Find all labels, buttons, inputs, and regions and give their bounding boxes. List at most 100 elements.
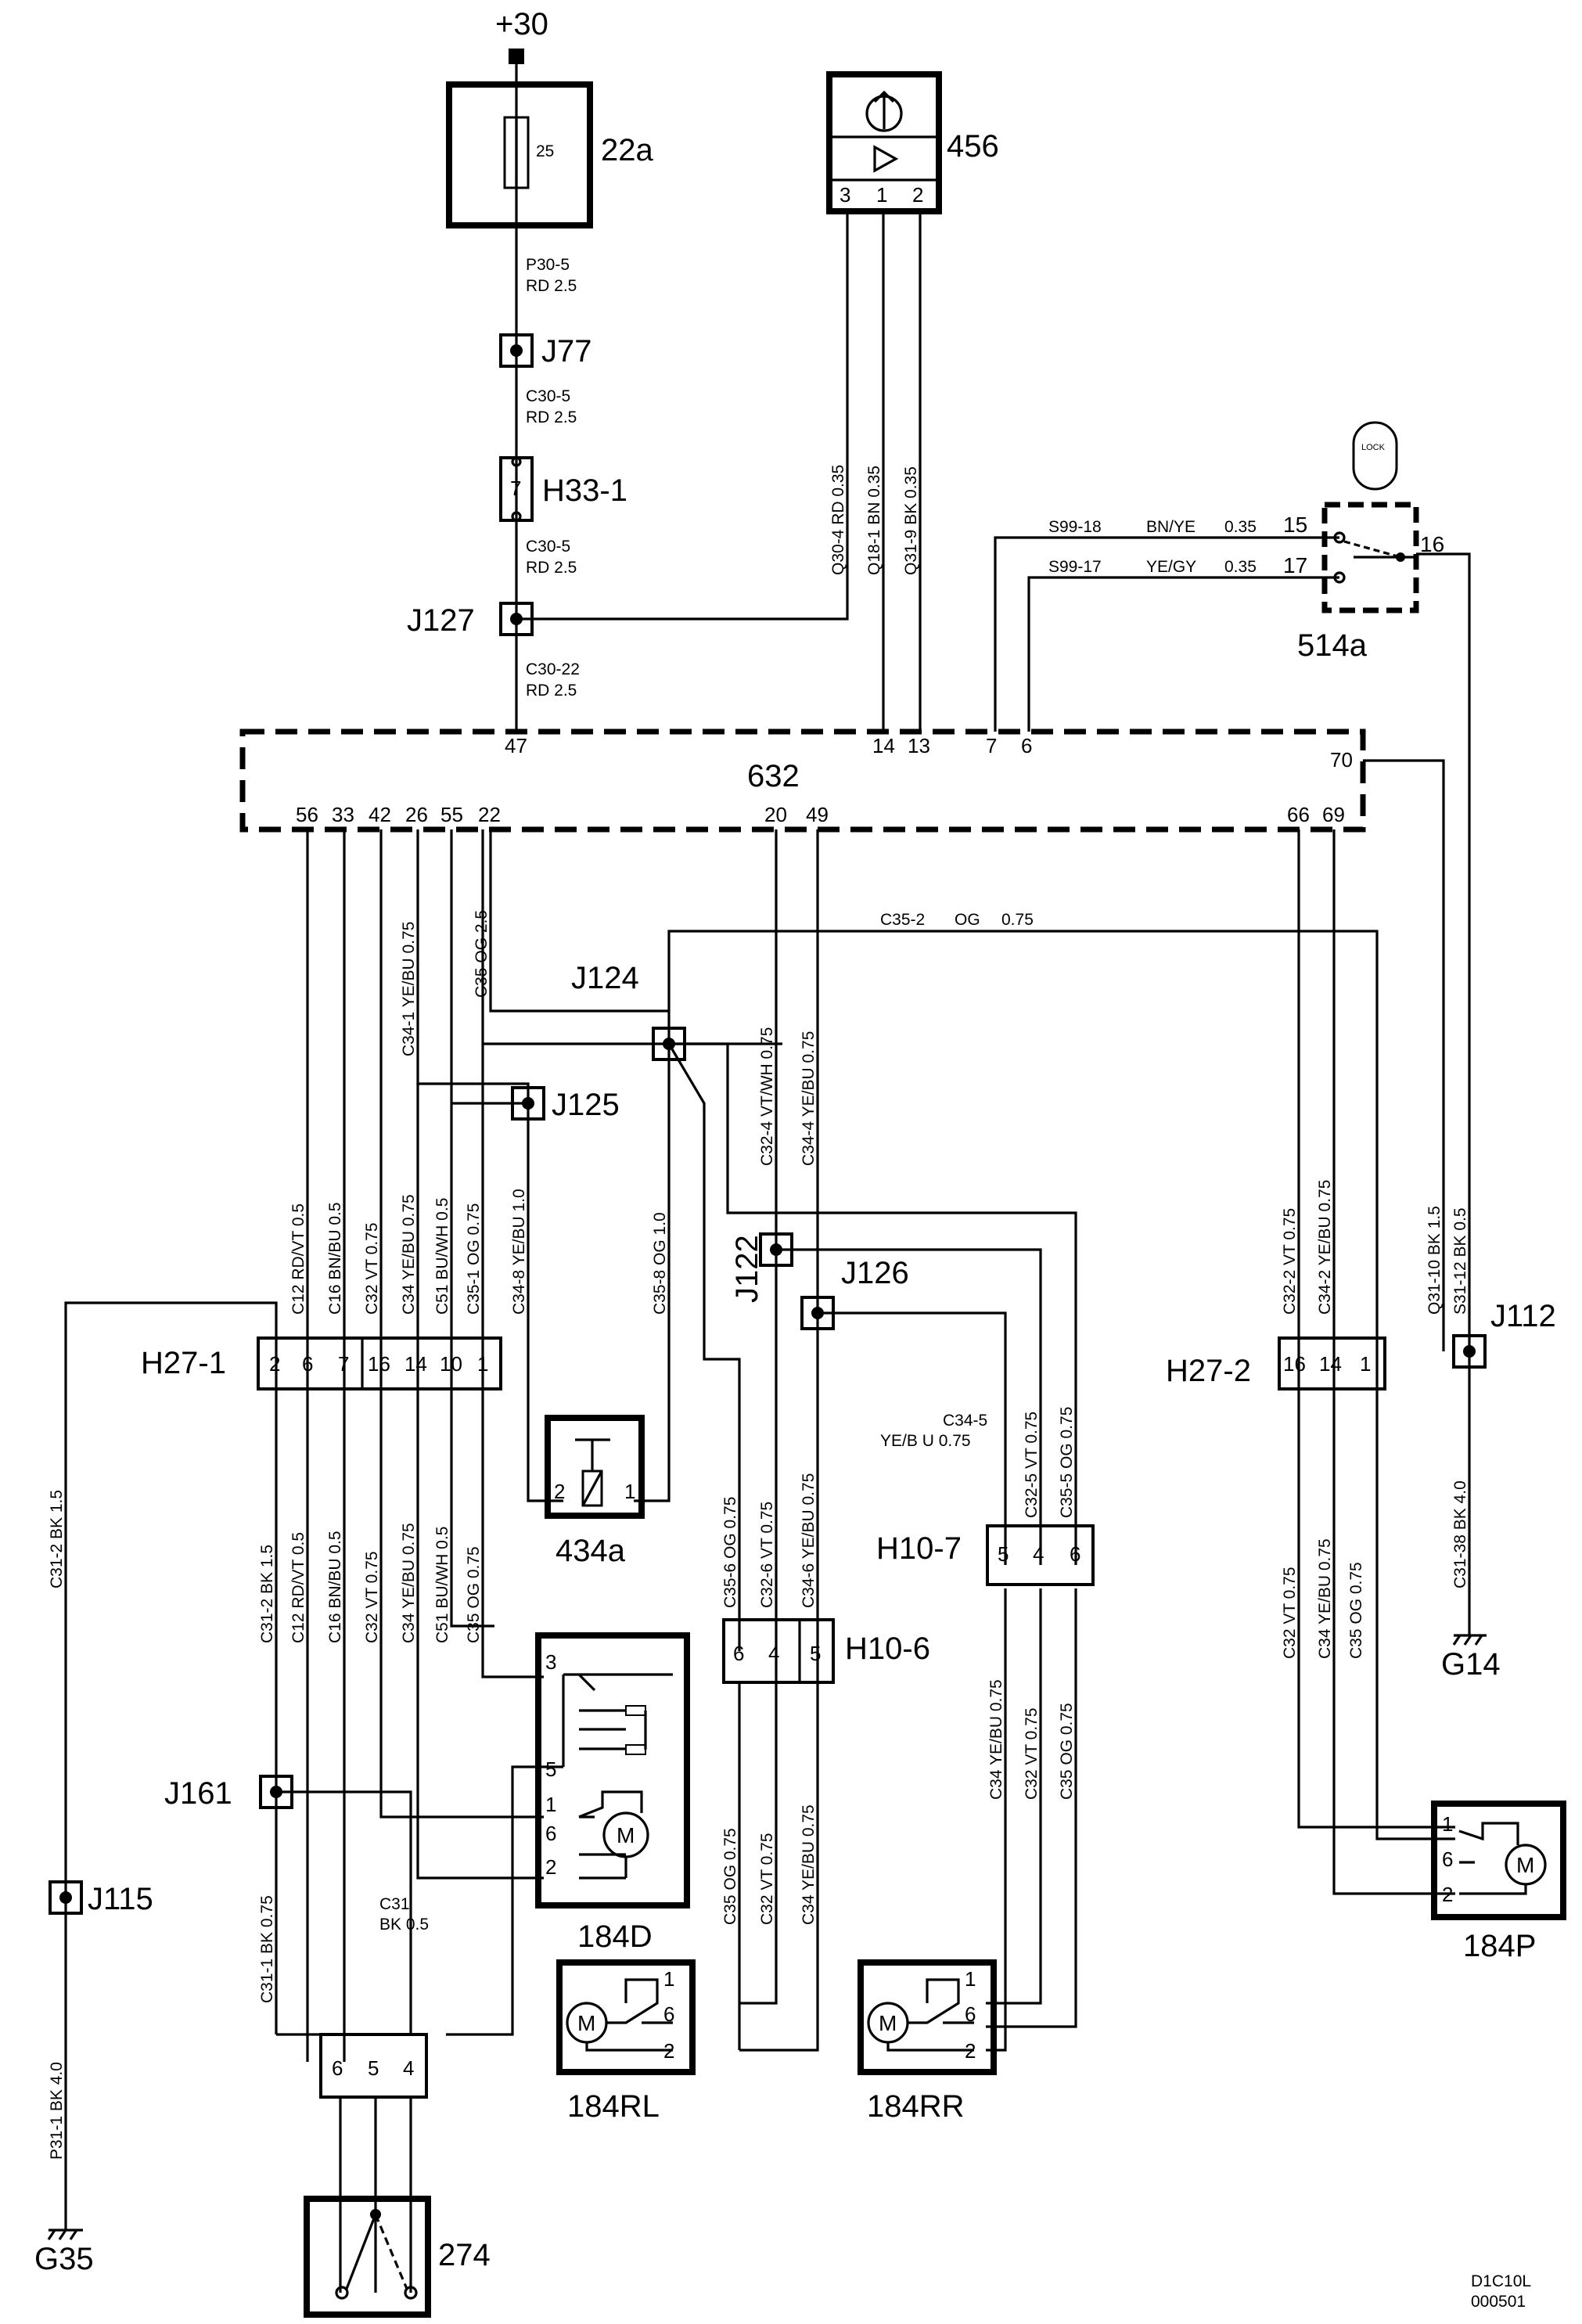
wire-label: C35 OG 0.75 xyxy=(721,1828,739,1925)
component-184p: M 1 6 2 184P xyxy=(1431,1801,1566,1963)
junction-j125: J125 xyxy=(511,1086,620,1122)
wire-label: C34 YE/BU 0.75 xyxy=(800,1804,818,1925)
pin-label: 2 xyxy=(663,2039,674,2063)
wire-label: C35 OG 0.75 xyxy=(1347,1562,1365,1659)
wires xyxy=(64,56,1471,2293)
component-ref: 514a xyxy=(1297,628,1368,663)
pin-label: 6 xyxy=(1070,1542,1080,1566)
fuse-ref: 22a xyxy=(601,133,653,167)
wire-labels: P30-5 RD 2.5 C30-5 RD 2.5 C30-5 RD 2.5 C… xyxy=(48,256,1469,2160)
pin-label: 66 xyxy=(1287,803,1310,826)
wire-label: C34-1 YE/BU 0.75 xyxy=(400,922,418,1056)
pin-label: 42 xyxy=(369,803,391,826)
ground-label: G14 xyxy=(1441,1647,1501,1682)
connector-h10-7: 5 4 6 H10-7 xyxy=(876,1524,1095,1586)
pin-label: 5 xyxy=(810,1642,821,1665)
connector-ref: H27-1 xyxy=(141,1346,226,1380)
component-ref: 184RR xyxy=(867,2089,965,2124)
pin-label: 1 xyxy=(1442,1812,1453,1836)
pin-label: 16 xyxy=(1283,1352,1306,1376)
supply-terminal: +30 xyxy=(495,7,548,64)
pin-label: 10 xyxy=(440,1352,462,1376)
ground-g35: G35 xyxy=(34,2229,94,2276)
drawing-code: D1C10L 000501 xyxy=(1471,2272,1531,2311)
connector-h10-6: 6 4 5 H10-6 xyxy=(722,1618,930,1684)
ground-label: G35 xyxy=(34,2242,94,2276)
wire-label: BK 0.5 xyxy=(379,1916,429,1934)
motor-icon: M xyxy=(617,1823,635,1847)
pin-label: 7 xyxy=(510,477,521,500)
wire-label: C30-5 xyxy=(526,538,570,556)
wire-label: Q18-1 BN 0.35 xyxy=(865,466,883,575)
wire-label: S99-17 xyxy=(1048,558,1102,576)
wire-label: C16 BN/BU 0.5 xyxy=(326,1531,344,1643)
pin-label: 1 xyxy=(663,1967,674,1991)
connector-ref: H10-7 xyxy=(876,1531,962,1566)
wire-label: P30-5 xyxy=(526,256,570,274)
component-ref: 456 xyxy=(947,129,999,164)
component-ref: 274 xyxy=(438,2238,491,2272)
wire-label: C31-38 BK 4.0 xyxy=(1451,1480,1469,1588)
wire-label: C31-2 BK 1.5 xyxy=(48,1490,66,1588)
component-ref: 184P xyxy=(1463,1929,1536,1963)
wire-label: P31-1 BK 4.0 xyxy=(48,2062,66,2160)
wire-label: C34-4 YE/BU 0.75 xyxy=(800,1031,818,1166)
junction-label: J112 xyxy=(1490,1299,1556,1333)
motor-icon: M xyxy=(577,2011,595,2035)
pin-label: 26 xyxy=(405,803,428,826)
wire-label: C35-2 xyxy=(880,911,925,929)
pin-label: 14 xyxy=(1319,1352,1342,1376)
wire-label: C35-1 OG 0.75 xyxy=(465,1203,483,1315)
pin-label: 7 xyxy=(986,734,997,757)
junction-label: J127 xyxy=(407,603,475,638)
junction-label: J77 xyxy=(541,334,592,369)
pin-label: 15 xyxy=(1283,513,1307,537)
pin-label: 4 xyxy=(768,1642,779,1665)
wire-label: C31-1 BK 0.75 xyxy=(258,1895,276,2003)
junction-label: J125 xyxy=(552,1088,620,1122)
connector-ref: H10-6 xyxy=(845,1631,930,1666)
junction-j112: J112 xyxy=(1452,1299,1556,1369)
wire-label: C12 RD/VT 0.5 xyxy=(289,1532,307,1643)
connector-h27-1: 2 6 7 16 14 10 1 H27-1 xyxy=(141,1336,502,1390)
wire-label: RD 2.5 xyxy=(526,408,577,426)
junction-j161: J161 xyxy=(164,1775,293,1811)
junction-label: J161 xyxy=(164,1776,232,1811)
pin-label: 14 xyxy=(404,1352,427,1376)
wire-label: 0.75 xyxy=(1001,911,1034,929)
rain-sensor-456: 3 1 2 456 xyxy=(826,71,999,214)
pin-label: 6 xyxy=(332,2056,343,2080)
wire-label: C34 YE/BU 0.75 xyxy=(1316,1538,1334,1659)
pin-label: 49 xyxy=(806,803,829,826)
pin-label: 33 xyxy=(332,803,354,826)
wire-label: C35-5 OG 0.75 xyxy=(1058,1407,1076,1518)
connector-274: 6 5 4 xyxy=(319,2033,428,2099)
component-ref: 184D xyxy=(577,1919,653,1954)
junction-label: J126 xyxy=(841,1256,909,1290)
pin-label: 5 xyxy=(998,1542,1009,1566)
pin-label: 1 xyxy=(477,1352,488,1376)
pin-label: 7 xyxy=(338,1352,349,1376)
ground-g14: G14 xyxy=(1441,1634,1501,1682)
pin-label: 5 xyxy=(545,1757,556,1781)
wire-label: C34-6 YE/BU 0.75 xyxy=(800,1473,818,1608)
wire-label: 0.35 xyxy=(1224,518,1257,536)
junction-j124: J124 xyxy=(571,961,686,1061)
pin-label: 70 xyxy=(1330,748,1353,772)
pin-label: 17 xyxy=(1283,553,1307,577)
junction-j77: J77 xyxy=(499,333,592,369)
supply-label: +30 xyxy=(495,7,548,41)
component-274: 274 xyxy=(304,2196,491,2318)
connector-ref: H33-1 xyxy=(542,473,627,508)
junction-label: J122 xyxy=(730,1235,764,1303)
wire-label: YE/GY xyxy=(1146,558,1196,576)
wire-label: C35 OG 0.75 xyxy=(1058,1703,1076,1800)
wire-label: C34 YE/BU 0.75 xyxy=(400,1523,418,1643)
wire-label: S31-12 BK 0.5 xyxy=(1451,1207,1469,1315)
wire-label: C35 OG 0.75 xyxy=(465,1546,483,1643)
wire-label: C12 RD/VT 0.5 xyxy=(289,1203,307,1315)
component-434a: 2 1 434a xyxy=(545,1415,645,1568)
wire-label: C34 YE/BU 0.75 xyxy=(400,1194,418,1315)
wire-label: Q31-9 BK 0.35 xyxy=(902,466,920,575)
component-ref: 184RL xyxy=(567,2089,660,2124)
